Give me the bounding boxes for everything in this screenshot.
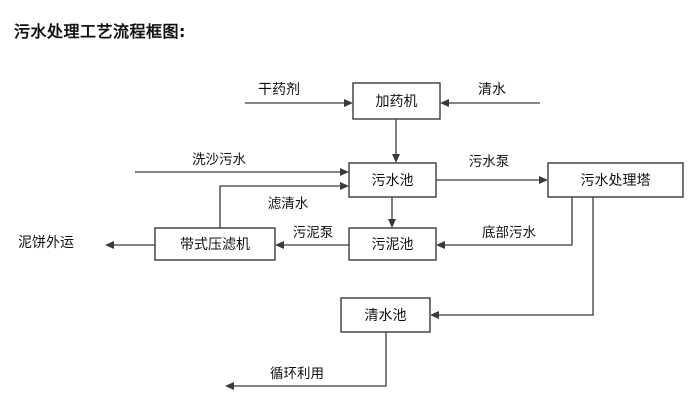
node-box [154,227,276,261]
node-box [348,162,437,198]
page-title: 污水处理工艺流程框图: [14,22,186,41]
arrow-head-icon [275,241,284,249]
edge-sewage-pool-to-tower: 污水泵 [436,154,548,184]
node-box [352,82,441,120]
arrow-head-icon [388,219,396,228]
edge-sludge-pool-to-press: 污泥泵 [275,225,349,249]
edge-label-recycle: 循环利用 [270,366,324,382]
arrow-head-icon [344,99,353,107]
terminal-label-mud-cake-out: 泥饼外运 [18,235,74,251]
edge-press-to-mud-cake [105,241,155,249]
arrow-head-icon [430,311,439,319]
edge-label-bottom-water: 底部污水 [482,225,536,241]
edge-line [229,332,387,387]
arrow-head-icon [539,176,548,184]
node-label-sludge-pool: 污泥池 [372,237,414,253]
edge-tower-to-clear-water-pool [430,197,594,319]
arrow-head-icon [440,99,449,107]
node-label-treatment-tower: 污水处理塔 [581,173,651,189]
node-belt-filter-press[interactable]: 带式压滤机 [154,227,276,261]
node-box [340,297,431,333]
node-label-clear-water-pool: 清水池 [365,308,407,324]
arrow-head-icon [340,168,349,176]
node-clear-water-pool[interactable]: 清水池 [340,297,431,333]
edge-clean-water-to-dosing [440,99,540,107]
node-sludge-pool[interactable]: 污泥池 [348,227,437,261]
edge-dry-chemical-to-dosing [245,99,353,107]
edge-line [434,197,594,316]
edge-line [440,197,573,246]
edge-label-filtrate: 滤清水 [268,196,309,212]
node-box [547,162,684,198]
edge-sewage-pool-to-sludge-pool [388,197,396,228]
terminal-label-dry-chemical: 干药剂 [258,82,300,98]
terminal-label-clean-water: 清水 [478,82,506,98]
edge-filtrate-to-sewage-pool: 滤清水 [219,182,349,228]
arrow-head-icon [225,382,234,390]
node-box [348,227,437,261]
arrow-head-icon [340,182,349,190]
arrow-head-icon [392,154,400,163]
edge-tower-bottom-to-sludge-pool: 底部污水 [436,197,573,249]
edge-label-sludge-pump: 污泥泵 [293,225,334,241]
node-label-belt-filter-press: 带式压滤机 [180,237,250,253]
edge-clear-water-pool-to-reuse: 循环利用 [225,332,387,390]
node-dosing-machine[interactable]: 加药机 [352,82,441,120]
arrow-head-icon [436,241,445,249]
edge-label-sewage-pump: 污水泵 [469,154,510,170]
arrow-head-icon [105,241,114,249]
node-treatment-tower[interactable]: 污水处理塔 [547,162,684,198]
edge-label-sandwash: 洗沙污水 [192,152,246,168]
edge-line [219,185,345,228]
node-label-sewage-pool: 污水池 [372,173,414,189]
edge-dosing-to-sewage-pool [392,119,400,163]
node-label-dosing-machine: 加药机 [376,94,418,110]
edge-sandwash-to-sewage-pool: 洗沙污水 [135,152,349,176]
node-sewage-pool[interactable]: 污水池 [348,162,437,198]
